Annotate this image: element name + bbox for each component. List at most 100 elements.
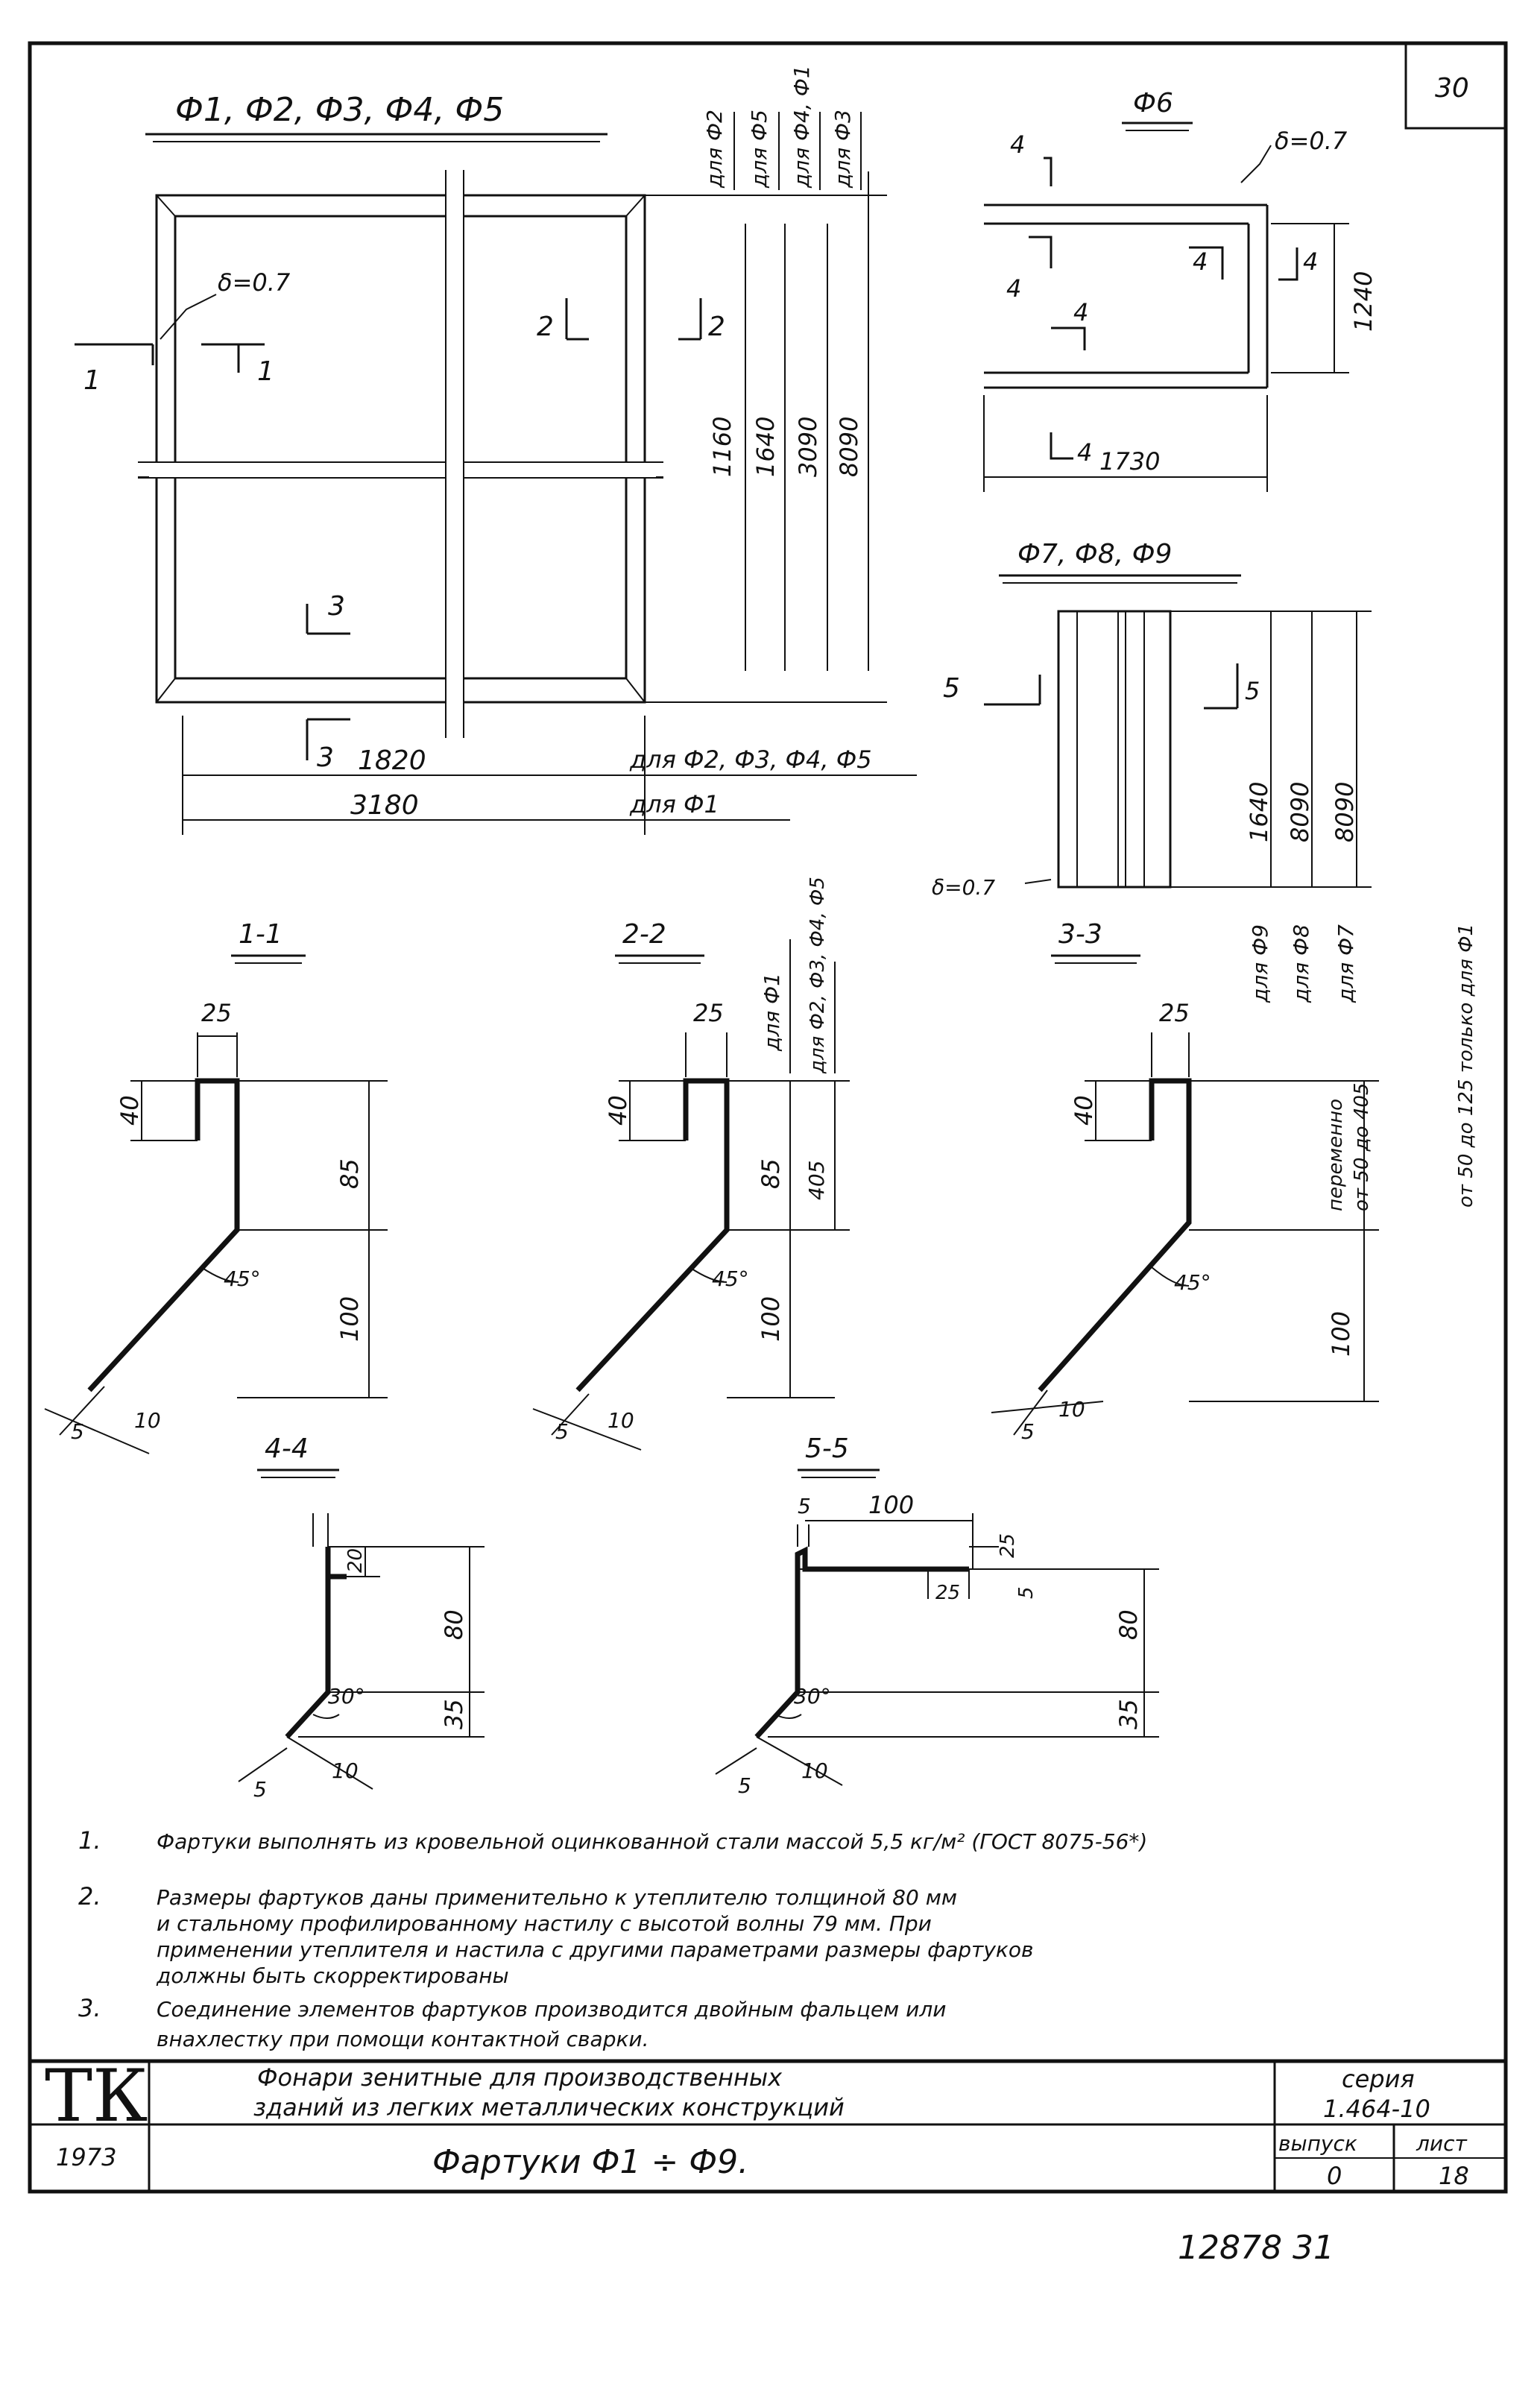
section-4-4: 4-4 20 80 35 30° 5 10 (238, 1433, 485, 1802)
section-title-5-5: 5-5 (805, 1433, 849, 1464)
height-1160: 1160 (708, 417, 736, 477)
for-label-f5: для Ф5 (747, 110, 771, 189)
cut-mark-5a: 5 (943, 673, 960, 704)
f789-height-3: 8090 (1331, 782, 1359, 842)
f789-height-2: 8090 (1286, 782, 1314, 842)
height-1640: 1640 (751, 417, 780, 477)
series-value: 1.464-10 (1323, 2095, 1430, 2123)
s22-for-b: для Ф2, Ф3, Ф4, Ф5 (807, 877, 829, 1074)
cut-mark-2b: 2 (708, 312, 725, 342)
s22-lip: 40 (604, 1095, 632, 1126)
s22-upper: 85 (757, 1158, 785, 1189)
s44-tip: 5 (253, 1777, 267, 1802)
height-8090: 8090 (835, 417, 863, 477)
width-3180: 3180 (350, 790, 419, 821)
s33-angle: 45° (1174, 1270, 1211, 1295)
s44-lower: 35 (440, 1699, 468, 1729)
delta-label-main: δ=0.7 (218, 268, 291, 297)
view-f1-f5: Ф1, Ф2, Ф3, Ф4, Ф5 δ=0.7 1 1 2 2 3 3 (75, 65, 917, 835)
view-title-f7-f9: Ф7, Ф8, Ф9 (1017, 539, 1172, 570)
page-number: 30 (1435, 73, 1469, 104)
s33-var-a: переменно (1325, 1099, 1347, 1211)
note-2-line-4: должны быть скорректированы (156, 1963, 509, 1988)
note-3-line-1: Соединение элементов фартуков производит… (157, 1997, 946, 2022)
f6-height: 1240 (1349, 271, 1378, 332)
note-2-number: 2. (78, 1882, 101, 1911)
for-label-f3: для Ф3 (830, 110, 855, 189)
note-width-inner: для Ф2, Ф3, Ф4, Ф5 (629, 745, 872, 774)
tk-logo: ТК (45, 2054, 148, 2138)
f789-height-1: 1640 (1245, 782, 1273, 842)
s44-angle: 30° (328, 1684, 365, 1709)
stamp-numbers: 12878 31 (1178, 2229, 1334, 2267)
s11-upper: 85 (335, 1158, 364, 1189)
cut-mark-5b: 5 (1245, 677, 1260, 705)
s11-hem: 10 (134, 1408, 161, 1433)
project-title-line-2: зданий из легких металлических конструкц… (253, 2093, 845, 2121)
s55-lower: 35 (1114, 1699, 1143, 1729)
s55-lip: 25 (935, 1582, 960, 1604)
note-2-line-3: применении утеплителя и настила с другим… (157, 1937, 1033, 1962)
s22-hem: 10 (608, 1408, 634, 1433)
project-title-line-1: Фонари зенитные для производственных (257, 2063, 783, 2092)
note-3-number: 3. (78, 1994, 101, 2022)
s11-lower: 100 (335, 1296, 364, 1342)
s55-upper: 80 (1114, 1609, 1143, 1640)
section-title-1-1: 1-1 (239, 919, 283, 950)
s33-lip: 40 (1070, 1095, 1098, 1126)
sheet-frame: 30 (28, 41, 1508, 2194)
section-3-3: 3-3 25 40 100 переменно от 50 до 405 от … (991, 919, 1477, 1444)
s33-var-c: от 50 до 125 только для Ф1 (1455, 924, 1477, 1208)
year: 1973 (56, 2143, 116, 2171)
delta-label-f789: δ=0.7 (932, 875, 995, 900)
s33-tip: 5 (1021, 1419, 1035, 1444)
section-title-2-2: 2-2 (622, 919, 666, 950)
notes: 1. Фартуки выполнять из кровельной оцинк… (78, 1826, 1147, 2051)
view-title-f6: Ф6 (1133, 88, 1173, 119)
view-f7-f9: Ф7, Ф8, Ф9 δ=0.7 5 5 1640 8090 8090 для … (932, 539, 1372, 1003)
view-title-f1-f5: Ф1, Ф2, Ф3, Ф4, Ф5 (175, 91, 504, 129)
cut-mark-4a: 4 (1010, 130, 1025, 159)
s44-upper: 80 (440, 1609, 468, 1640)
cut-mark-1a: 1 (83, 365, 101, 396)
s55-gap: 5 (1015, 1586, 1038, 1599)
issue-label: выпуск (1278, 2131, 1357, 2156)
note-3-line-2: внахлестку при помощи контактной сварки. (157, 2027, 649, 2051)
cut-mark-3a: 3 (328, 591, 345, 622)
cut-mark-1b: 1 (257, 356, 274, 387)
section-5-5: 5-5 5 100 25 25 5 80 35 30° 5 10 (715, 1433, 1159, 1798)
cut-mark-4f: 4 (1303, 247, 1318, 276)
s55-tip-top: 5 (798, 1494, 811, 1518)
s33-hem: 10 (1058, 1397, 1085, 1422)
s22-top: 25 (693, 999, 724, 1027)
cut-mark-4c: 4 (1073, 298, 1088, 326)
for-label-f2: для Ф2 (702, 110, 727, 189)
s55-tip: 5 (738, 1773, 751, 1798)
delta-label-f6: δ=0.7 (1275, 127, 1348, 155)
s11-tip: 5 (71, 1419, 84, 1444)
s33-top: 25 (1159, 999, 1190, 1027)
title-block: ТК Фонари зенитные для производственных … (30, 2054, 1506, 2192)
s55-top: 100 (868, 1491, 914, 1519)
cut-mark-2a: 2 (537, 312, 554, 342)
s44-lip: 20 (344, 1548, 367, 1573)
f789-for-f8: для Ф8 (1289, 924, 1313, 1003)
drawing-title: Фартуки Ф1 ÷ Ф9. (432, 2143, 748, 2181)
s33-lower: 100 (1327, 1311, 1355, 1357)
note-width-outer: для Ф1 (629, 790, 719, 818)
section-2-2: 2-2 25 40 85 100 405 для Ф1 для Ф2, Ф3, … (532, 877, 850, 1451)
note-2-line-2: и стальному профилированному настилу с в… (157, 1911, 932, 1936)
sheet-label: лист (1416, 2131, 1467, 2156)
section-1-1: 1-1 25 40 85 100 45° 5 10 (44, 919, 388, 1454)
sheet-value: 18 (1439, 2162, 1469, 2190)
cut-mark-4e: 4 (1193, 247, 1208, 276)
s55-lip2: 25 (997, 1533, 1019, 1558)
for-label-f4-f1: для Ф4, Ф1 (789, 65, 814, 189)
s11-lip: 40 (116, 1095, 144, 1126)
f789-for-f9: для Ф9 (1248, 924, 1272, 1003)
width-1820: 1820 (358, 745, 426, 776)
note-1-number: 1. (78, 1826, 101, 1855)
s22-for-a: для Ф1 (760, 973, 784, 1052)
s55-hem: 10 (801, 1758, 828, 1783)
